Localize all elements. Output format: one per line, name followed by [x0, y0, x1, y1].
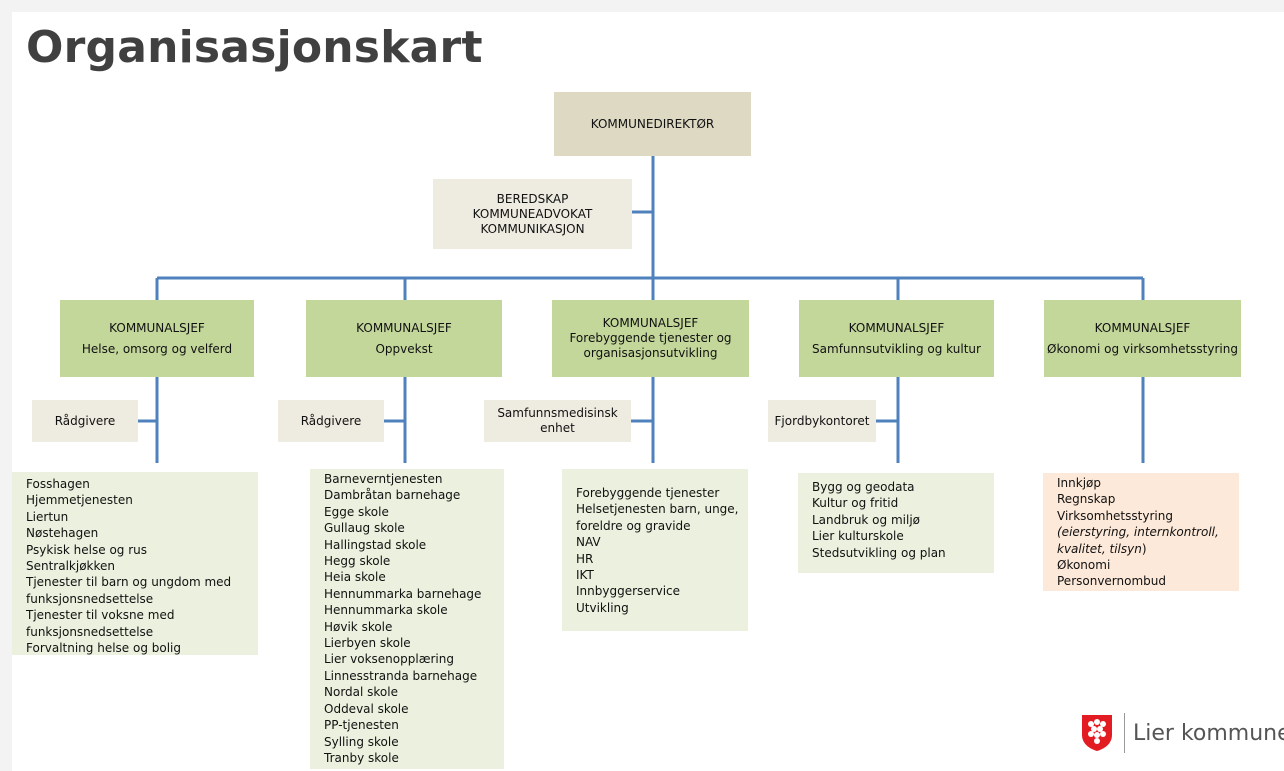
- list-item: PP-tjenesten: [324, 718, 399, 733]
- list-item: Hallingstad skole: [324, 537, 427, 552]
- logo-separator: [1124, 713, 1125, 753]
- logo-text: Lier kommune: [1133, 720, 1284, 746]
- list-item-italic: kvalitet, tilsyn: [1057, 541, 1142, 556]
- list-item: Hennummarka barnehage: [324, 586, 482, 601]
- list-item: foreldre og gravide: [576, 518, 691, 533]
- list-item: Bygg og geodata: [812, 480, 915, 494]
- list-item: Liertun: [26, 509, 69, 524]
- list-item: Gullaug skole: [324, 521, 405, 536]
- list-item: Hjemmetjenesten: [26, 493, 133, 508]
- unit-label: Rådgivere: [54, 413, 116, 428]
- list-item: (eierstyring, internkontroll,: [1057, 525, 1219, 540]
- lier-kommune-logo: Lier kommune: [1080, 713, 1284, 753]
- list-item: Sylling skole: [324, 734, 399, 749]
- unit-radgivere-helse: Rådgivere: [32, 400, 138, 442]
- list-item: IKT: [576, 568, 594, 583]
- list-item: Regnskap: [1057, 492, 1116, 507]
- unit-samfunnsmedisinsk: Samfunnsmedisinsk enhet: [484, 400, 631, 442]
- unit-fjordbykontoret: Fjordbykontoret: [768, 400, 876, 442]
- list-samfunn: Bygg og geodata Kultur og fritid Landbru…: [798, 473, 994, 573]
- dept-okonomi-box: KOMMUNALSJEF Økonomi og virksomhetsstyri…: [1044, 300, 1241, 377]
- list-item: HR: [576, 551, 594, 566]
- list-oppvekst: Barneverntjenesten Dambråtan barnehage E…: [310, 469, 504, 769]
- unit-label: Rådgivere: [300, 413, 362, 428]
- dept-forebyggende-box: KOMMUNALSJEF Forebyggende tjenester og o…: [552, 300, 749, 377]
- dept-head-label: KOMMUNALSJEF: [848, 320, 945, 335]
- list-item: Tjenester til barn og ungdom med: [26, 575, 232, 590]
- unit-label: Fjordbykontoret: [774, 413, 870, 428]
- list-item: Høvik skole: [324, 619, 393, 634]
- dept-head-label: KOMMUNALSJEF: [356, 320, 452, 335]
- director-label: KOMMUNEDIREKTØR: [590, 116, 715, 131]
- list-item: Linnesstranda barnehage: [324, 668, 478, 683]
- dept-area-line-2: organisasjonsutvikling: [583, 346, 718, 360]
- dept-head-label: KOMMUNALSJEF: [109, 320, 205, 335]
- list-item: funksjonsnedsettelse: [26, 624, 154, 639]
- dept-area-label: Økonomi og virksomhetsstyring: [1047, 341, 1238, 356]
- list-item: Personvernombud: [1057, 574, 1167, 589]
- list-item: Virksomhetsstyring: [1057, 508, 1173, 523]
- list-okonomi: Innkjøp Regnskap Virksomhetsstyring (eie…: [1043, 473, 1239, 591]
- dept-area-line-1: Forebyggende tjenester og: [569, 331, 732, 345]
- director-box: KOMMUNEDIREKTØR: [554, 92, 751, 156]
- staff-kommunikasjon: KOMMUNIKASJON: [480, 221, 585, 236]
- list-item: Tranby skole: [324, 750, 399, 765]
- list-item: Forebyggende tjenester: [576, 486, 720, 500]
- list-item: Oddeval skole: [324, 701, 409, 716]
- dept-samfunn-box: KOMMUNALSJEF Samfunnsutvikling og kultur: [799, 300, 994, 377]
- dept-head-label: KOMMUNALSJEF: [1094, 320, 1191, 335]
- dept-area-label: Samfunnsutvikling og kultur: [812, 341, 981, 356]
- list-item: NAV: [576, 535, 601, 550]
- list-item: Barneverntjenesten: [324, 472, 443, 486]
- list-item: funksjonsnedsettelse: [26, 591, 154, 606]
- staff-functions-box: BEREDSKAP KOMMUNEADVOKAT KOMMUNIKASJON: [433, 179, 632, 249]
- list-item: Nøstehagen: [26, 526, 99, 541]
- dept-helse-box: KOMMUNALSJEF Helse, omsorg og velferd: [60, 300, 254, 377]
- list-item: Utvikling: [576, 600, 629, 615]
- list-item: Hegg skole: [324, 554, 391, 569]
- list-item: Stedsutvikling og plan: [812, 545, 946, 560]
- list-item: Lier kulturskole: [812, 529, 904, 544]
- list-helse: Fosshagen Hjemmetjenesten Liertun Nøsteh…: [12, 472, 258, 655]
- coat-of-arms-icon: [1082, 715, 1112, 751]
- dept-area-label: Oppvekst: [375, 341, 433, 356]
- staff-kommuneadvokat: KOMMUNEADVOKAT: [472, 206, 593, 221]
- list-item: Tjenester til voksne med: [26, 608, 175, 623]
- list-item: Psykisk helse og rus: [26, 542, 148, 557]
- unit-radgivere-oppvekst: Rådgivere: [278, 400, 384, 442]
- list-item: Hennummarka skole: [324, 603, 448, 618]
- list-item: Helsetjenesten barn, unge,: [576, 502, 739, 517]
- list-item: Fosshagen: [26, 477, 90, 491]
- list-item: Lierbyen skole: [324, 636, 411, 651]
- list-forebyggende: Forebyggende tjenester Helsetjenesten ba…: [562, 469, 748, 631]
- list-item: Forvaltning helse og bolig: [26, 641, 182, 656]
- list-item: Kultur og fritid: [812, 496, 899, 511]
- list-item: kvalitet, tilsyn): [1057, 541, 1239, 557]
- list-item: Innbyggerservice: [576, 584, 681, 599]
- dept-oppvekst-box: KOMMUNALSJEF Oppvekst: [306, 300, 502, 377]
- list-item: Egge skole: [324, 504, 389, 519]
- list-item: Økonomi: [1057, 558, 1111, 573]
- dept-area-label: Helse, omsorg og velferd: [81, 341, 233, 356]
- unit-label-line-1: Samfunnsmedisinsk: [497, 406, 618, 420]
- list-item-paren: ): [1141, 541, 1147, 556]
- list-item: Sentralkjøkken: [26, 559, 116, 574]
- list-item: Landbruk og miljø: [812, 512, 920, 527]
- list-item: Heia skole: [324, 570, 386, 585]
- list-item: Lier voksenopplæring: [324, 652, 454, 667]
- list-item: Nordal skole: [324, 685, 398, 700]
- list-item: Innkjøp: [1057, 476, 1101, 490]
- page-title: Organisasjonskart: [26, 22, 483, 73]
- staff-beredskap: BEREDSKAP: [496, 191, 569, 206]
- dept-head-label: KOMMUNALSJEF: [602, 316, 699, 330]
- list-item: Dambråtan barnehage: [324, 488, 461, 503]
- unit-label-line-2: enhet: [540, 421, 575, 435]
